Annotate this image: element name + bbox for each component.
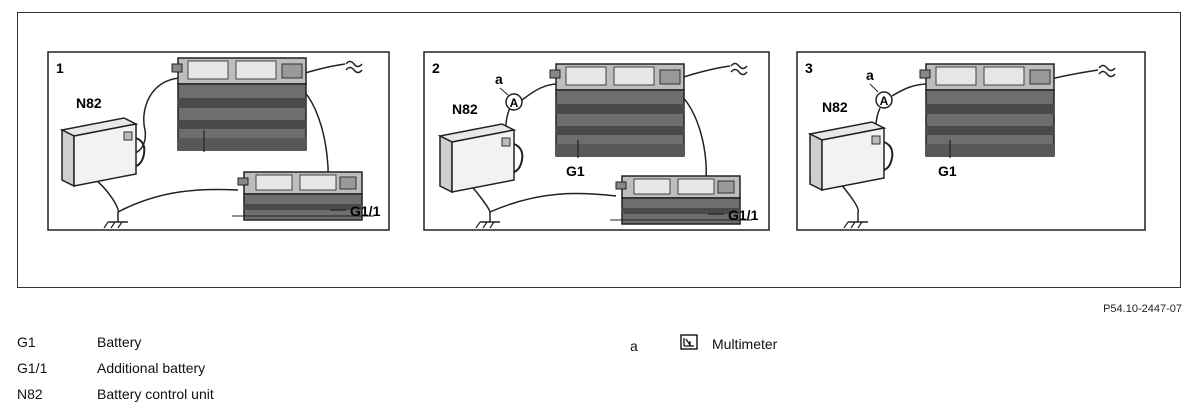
panel-number: 1 (56, 60, 64, 76)
legend-code: G1/1 (17, 360, 48, 376)
legend-description: Additional battery (97, 360, 206, 376)
control-unit-label: N82 (822, 99, 848, 115)
ammeter-icon (505, 93, 523, 111)
control-unit-label: N82 (452, 101, 478, 117)
panel-number: 3 (805, 60, 813, 76)
battery-label: G1 (938, 163, 957, 179)
multimeter-label: a (495, 71, 503, 87)
battery-image (171, 57, 307, 151)
figure-reference: P54.10-2447-07 (1103, 303, 1182, 315)
additional-battery-image (615, 175, 741, 225)
panel-1: 1 N82 G1/1 (47, 51, 390, 231)
ammeter-symbol: A (510, 96, 519, 110)
control-unit-label: N82 (76, 95, 102, 111)
legend-description: Battery control unit (97, 386, 214, 402)
legend-description: Battery (97, 334, 142, 350)
battery-image (919, 63, 1055, 157)
additional-battery-image (237, 171, 363, 221)
legend-code: N82 (17, 386, 43, 402)
panel-2: 2 A a N82 G1 G1/1 (423, 51, 770, 231)
wiring-diagram: 1 N82 G1/1 2 A a N82 (47, 51, 1146, 231)
multimeter-label: a (866, 67, 874, 83)
legend-item-multimeter: a (630, 338, 638, 354)
multimeter-symbol-icon (680, 334, 698, 350)
legend-item-multimeter-desc: Multimeter (712, 336, 777, 352)
ammeter-symbol: A (880, 94, 889, 108)
figure-frame (17, 12, 1181, 288)
legend-description: Multimeter (712, 336, 778, 352)
legend-code: a (630, 338, 638, 354)
panel-3: 3 A a N82 G1 (796, 51, 1146, 231)
battery-label: G1 (566, 163, 585, 179)
ammeter-icon (875, 91, 893, 109)
additional-battery-label: G1/1 (728, 207, 759, 223)
additional-battery-label: G1/1 (350, 203, 381, 219)
battery-image (549, 63, 685, 157)
legend-code: G1 (17, 334, 36, 350)
panel-number: 2 (432, 60, 440, 76)
